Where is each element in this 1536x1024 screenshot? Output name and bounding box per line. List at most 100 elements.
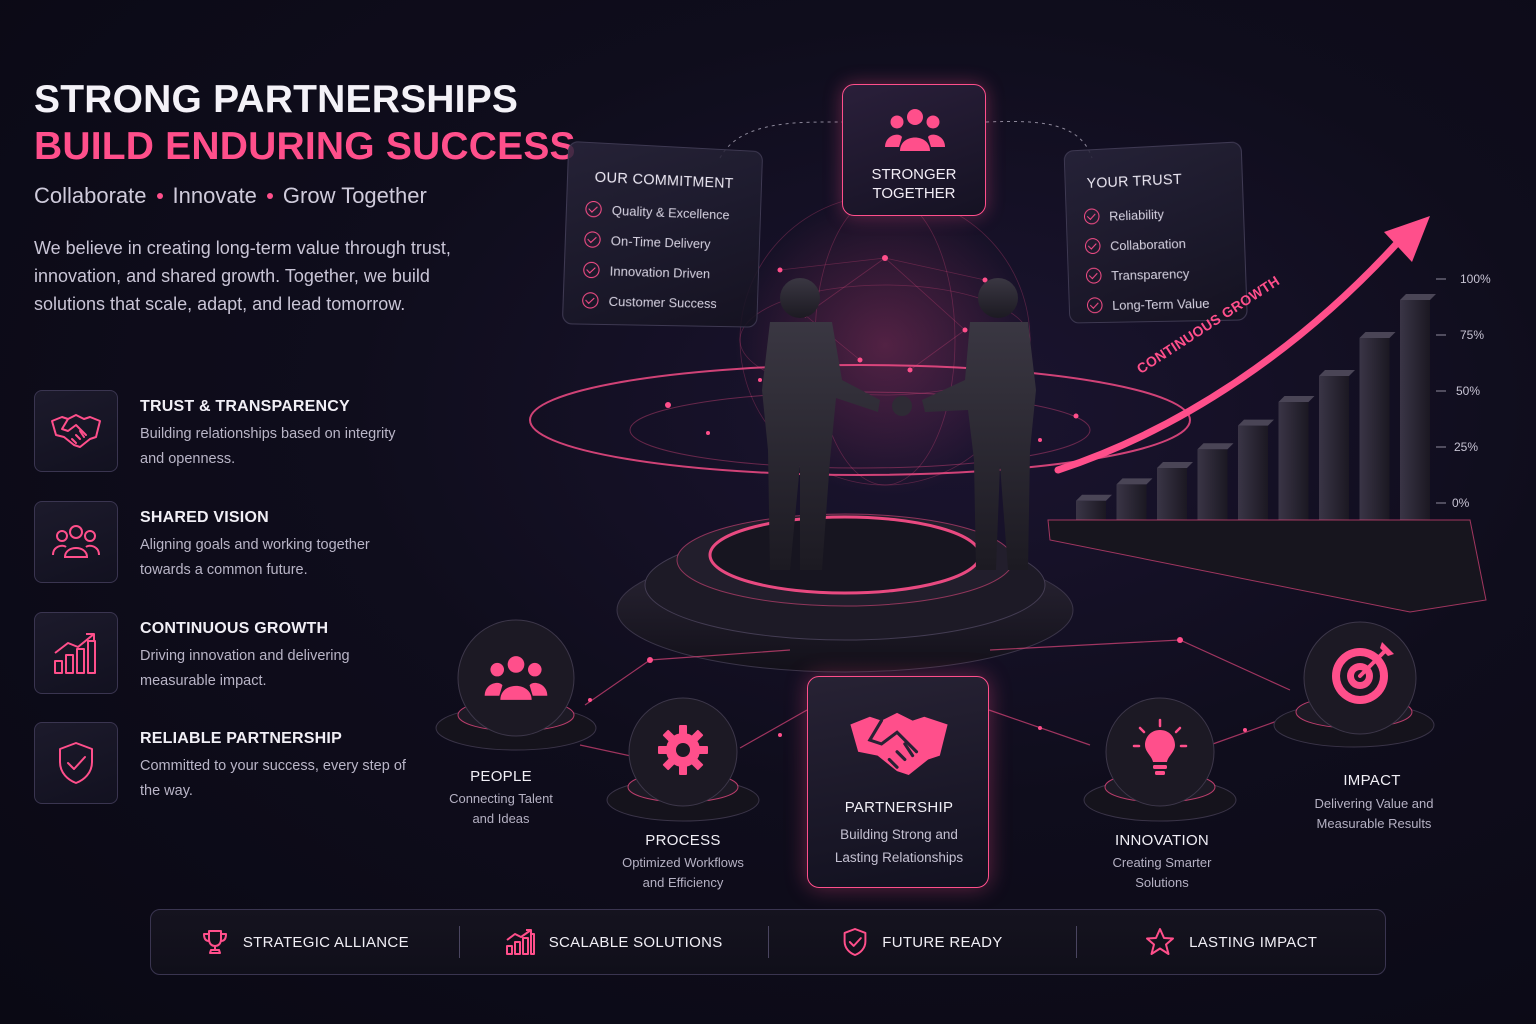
commitment-card: OUR COMMITMENT Quality & Excellence On-T… [562,141,763,328]
axis-tick: 50% [1456,384,1480,398]
innovation-label: INNOVATION [1102,832,1222,849]
growth-bar [1076,501,1106,520]
list-item: Customer Success [582,285,727,318]
feature-description: Aligning goals and working together towa… [140,533,420,583]
list-item-label: Collaboration [1110,235,1186,252]
feature-description: Committed to your success, every step of… [140,754,420,804]
check-circle-icon [1084,208,1100,224]
partnership-description: Building Strong and Lasting Relationship… [808,823,990,869]
footer-item-label: SCALABLE SOLUTIONS [549,934,723,951]
growth-bar [1198,449,1228,520]
process-description: Optimized Workflows and Efficiency [598,853,768,893]
list-item-label: Innovation Driven [609,263,710,281]
growth-bar-top [1400,294,1436,300]
growth-bar [1238,426,1268,520]
tagline-dot [157,193,163,199]
description-line: Delivering Value and [1292,794,1456,814]
trust-card: YOUR TRUST Reliability Collaboration Tra… [1064,141,1248,323]
list-item-label: Quality & Excellence [612,202,730,222]
growth-bar-top [1157,462,1193,468]
growth-bar-top [1238,420,1274,426]
intro-paragraph: We believe in creating long-term value t… [34,234,454,318]
tagline-dot [267,193,273,199]
list-item-label: Long-Term Value [1112,295,1210,312]
list-item-label: Customer Success [608,293,717,310]
axis-tick: 25% [1454,440,1478,454]
footer-item-lasting-impact: LASTING IMPACT [1077,925,1385,959]
feature-description: Driving innovation and delivering measur… [140,644,420,694]
feature-icon-box [34,722,118,804]
bar-growth-icon [505,928,535,956]
footer-bar: STRATEGIC ALLIANCE SCALABLE SOLUTIONS FU… [150,909,1386,975]
axis-tick: 0% [1452,496,1469,510]
feature-shared-vision: SHARED VISION Aligning goals and working… [34,501,444,585]
axis-tick: 100% [1460,272,1491,286]
description-line: and Efficiency [598,873,768,893]
description-line: Measurable Results [1292,814,1456,834]
growth-bar [1157,468,1187,520]
feature-title: SHARED VISION [140,509,269,527]
team-icon [885,107,945,153]
growth-bar [1400,300,1430,520]
partnership-label: PARTNERSHIP [808,799,990,816]
list-item-label: Reliability [1109,206,1164,223]
description-line: Solutions [1087,873,1237,893]
list-item-label: On-Time Delivery [611,233,711,251]
growth-bar-top [1319,370,1355,376]
tagline-item: Innovate [173,183,257,209]
growth-bar [1360,338,1390,520]
feature-icon-box [34,501,118,583]
trophy-icon [201,928,229,956]
team-icon [481,654,551,702]
check-circle-icon [582,292,599,309]
target-icon [1326,638,1398,710]
check-circle-icon [584,231,601,248]
stronger-line-2: TOGETHER [843,184,985,203]
axis-tick: 75% [1460,328,1484,342]
tagline: Collaborate Innovate Grow Together [34,183,427,209]
growth-bars [1076,294,1436,520]
list-item: Collaboration [1085,227,1208,261]
stronger-together-card: STRONGER TOGETHER [842,84,986,216]
stronger-together-label: STRONGER TOGETHER [843,165,985,203]
title-line-2: BUILD ENDURING SUCCESS [34,125,576,169]
tagline-item: Collaborate [34,183,147,209]
footer-item-future-ready: FUTURE READY [769,925,1077,959]
trust-title: YOUR TRUST [1087,172,1183,192]
lightbulb-icon [1132,718,1188,778]
stronger-line-1: STRONGER [843,165,985,184]
check-circle-icon [1085,238,1101,254]
feature-title: CONTINUOUS GROWTH [140,620,328,638]
tagline-item: Grow Together [283,183,427,209]
growth-bar-top [1117,478,1153,484]
feature-trust-transparency: TRUST & TRANSPARENCY Building relationsh… [34,390,444,474]
description-line: and Ideas [431,809,571,829]
gear-icon [657,724,709,776]
list-item: Innovation Driven [583,255,728,289]
list-item: On-Time Delivery [584,224,729,259]
growth-bar-top [1360,332,1396,338]
growth-bar [1319,376,1349,520]
footer-item-scalable-solutions: SCALABLE SOLUTIONS [460,925,768,959]
trust-list: Reliability Collaboration Transparency L… [1084,197,1211,320]
feature-reliable-partnership: RELIABLE PARTNERSHIP Committed to your s… [34,722,444,806]
description-line: Optimized Workflows [598,853,768,873]
handshake-icon [847,707,951,777]
list-item: Reliability [1084,197,1207,232]
check-circle-icon [585,201,602,218]
impact-description: Delivering Value and Measurable Results [1292,794,1456,834]
growth-bar [1117,484,1147,520]
description-line: Building Strong and [808,823,990,846]
feature-title: RELIABLE PARTNERSHIP [140,730,342,748]
list-item: Long-Term Value [1087,288,1210,321]
feature-title: TRUST & TRANSPARENCY [140,398,350,416]
footer-item-label: FUTURE READY [882,934,1002,951]
growth-bar-top [1279,396,1315,402]
growth-bar-top [1076,495,1112,501]
process-label: PROCESS [623,832,743,849]
innovation-description: Creating Smarter Solutions [1087,853,1237,893]
description-line: Connecting Talent [431,789,571,809]
description-line: Lasting Relationships [808,846,990,869]
growth-bar [1279,402,1309,520]
